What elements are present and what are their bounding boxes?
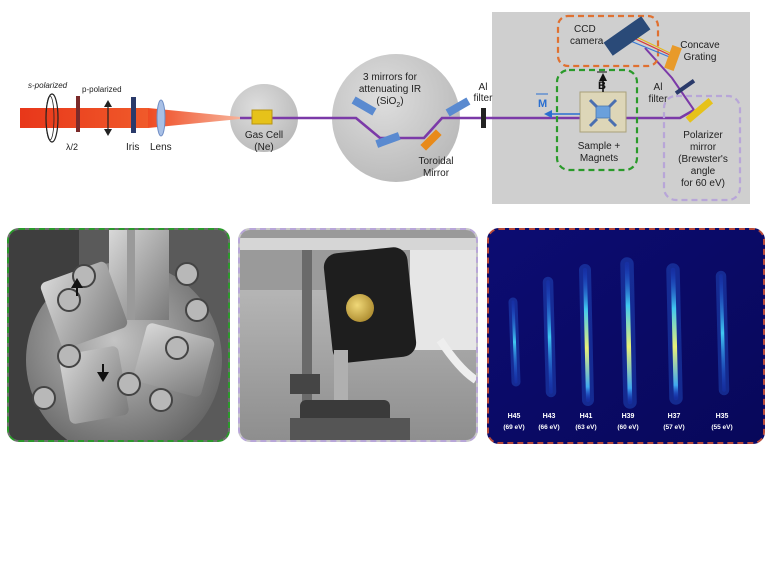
harmonic-order-label: H41 <box>580 413 593 420</box>
sample <box>595 105 611 119</box>
toroidal-mirror <box>420 129 442 151</box>
half-wave-plate <box>76 96 80 132</box>
concave-grating <box>664 45 682 71</box>
al-filter1-label-line2: filter <box>474 93 494 104</box>
xuv-beam-reflected <box>644 47 695 111</box>
polarizer-box <box>662 94 742 202</box>
polarizer-mount-photo <box>238 228 478 442</box>
harmonic-order-label: H35 <box>716 413 729 420</box>
laser-beam <box>20 108 148 128</box>
al-filter2-label-line1: Al <box>654 82 663 93</box>
sample-magnets-photo <box>7 228 230 442</box>
sample-label-line1: Sample + <box>578 141 621 152</box>
mirrors-label-line2: attenuating IR <box>359 84 421 95</box>
harmonic-line <box>624 261 633 405</box>
al-filter-1 <box>481 108 486 128</box>
grating-label-line2: Grating <box>684 52 717 63</box>
harmonic-order-label: H39 <box>622 413 635 420</box>
polarizer-mirror <box>685 98 714 123</box>
lens-label: Lens <box>150 142 172 153</box>
harmonic-line <box>719 274 726 392</box>
magnetization-label: M <box>538 98 547 110</box>
al-filter1-label-line1: Al <box>479 82 488 93</box>
xuv-spectrum-photo: H45 (69 eV) H43 (66 eV) H41 (63 eV) H39 (60 eV)… <box>487 228 765 444</box>
gas-cell-label-line2: (Ne) <box>254 142 273 153</box>
gas-cell-label-line1: Gas Cell <box>245 130 283 141</box>
field-label: B <box>598 80 606 92</box>
gas-cell <box>251 109 273 125</box>
iris-label: Iris <box>126 142 139 153</box>
p-polarized-label: p-polarized <box>82 85 122 94</box>
harmonic-energy-label: (57 eV) <box>663 424 684 431</box>
setup-schematic: s-polarized p-polarized λ/2 Iris Lens Ga… <box>20 12 750 204</box>
polarizer-label-line1: Polarizer <box>683 130 723 141</box>
sample-box <box>555 68 639 172</box>
lens <box>156 99 166 137</box>
harmonic-energy-label: (69 eV) <box>503 424 524 431</box>
spectrum-image: H45 (69 eV) H43 (66 eV) H41 (63 eV) H39 (60 eV)… <box>489 230 763 442</box>
polarizer-label-line3: (Brewster's <box>678 154 728 165</box>
focused-laser-cone <box>148 108 240 128</box>
harmonic-order-label: H43 <box>543 413 556 420</box>
xuv-beam-path <box>240 108 695 140</box>
harmonic-order-label: H45 <box>508 413 521 420</box>
al-filter2-label-line2: filter <box>649 94 669 105</box>
harmonic-energy-label: (63 eV) <box>575 424 596 431</box>
polarizer-label-line5: for 60 eV) <box>681 178 725 189</box>
ccd-camera <box>603 16 651 56</box>
toroidal-label-line1: Toroidal <box>418 156 453 167</box>
s-polarized-label: s-polarized <box>28 81 68 90</box>
ir-mirror-3 <box>445 97 471 117</box>
mirrors-label-line3: (SiO2) <box>376 96 403 109</box>
half-wave-label: λ/2 <box>66 142 78 152</box>
ir-mirror-2 <box>375 132 401 148</box>
polarizer-label-line2: mirror <box>690 142 717 153</box>
harmonic-line <box>546 280 553 394</box>
harmonic-energy-label: (55 eV) <box>711 424 732 431</box>
harmonic-line <box>670 267 679 401</box>
grating-label-line1: Concave <box>680 40 720 51</box>
al-filter-2 <box>674 79 696 95</box>
ir-mirror-1 <box>351 96 377 116</box>
polarization-ellipse-inner-icon <box>45 95 55 141</box>
harmonic-energy-label: (66 eV) <box>538 424 559 431</box>
ccd-box <box>556 14 660 68</box>
toroidal-label-line2: Mirror <box>423 168 450 179</box>
sample-label-line2: Magnets <box>580 153 618 164</box>
polarizer-label-line4: angle <box>691 166 716 177</box>
harmonic-energy-label: (60 eV) <box>617 424 638 431</box>
harmonic-line <box>583 268 590 402</box>
harmonic-line <box>511 300 518 384</box>
harmonic-order-label: H37 <box>668 413 681 420</box>
ccd-label-line1: CCD <box>574 24 596 35</box>
mirror-chamber <box>332 54 460 182</box>
ccd-label-line2: camera <box>570 36 604 47</box>
mirrors-label-line1: 3 mirrors for <box>363 72 418 83</box>
iris <box>131 97 136 133</box>
